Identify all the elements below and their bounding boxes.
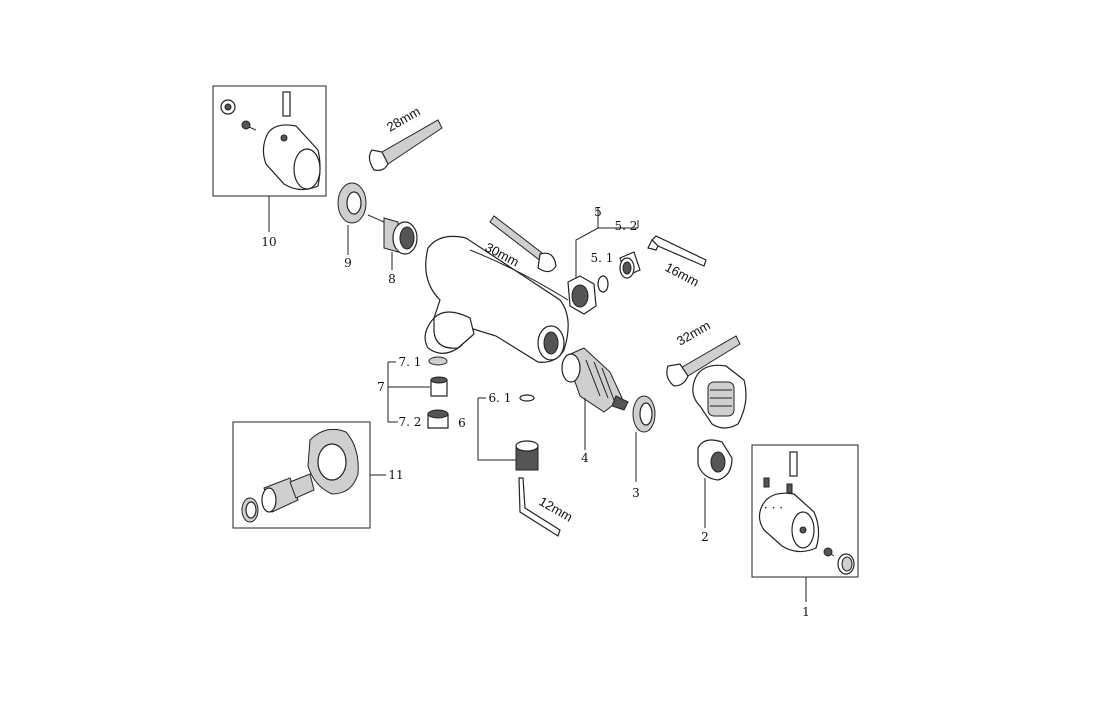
part-6-check-valve	[515, 440, 539, 471]
wrench-32mm-label: 32mm	[674, 318, 713, 349]
callout-9: 9	[344, 256, 352, 270]
part-7-aerator-group: 7. 1 7 7. 2 6	[377, 355, 466, 430]
part-11-connection-group: 11	[232, 421, 404, 529]
part-7-2-housing	[427, 409, 449, 429]
part-10-nut	[220, 99, 236, 115]
callout-7-2: 7. 2	[399, 415, 422, 429]
callout-5: 5	[594, 205, 602, 219]
part-8-cartridge: 8	[367, 214, 418, 286]
part-1-cap	[837, 553, 855, 575]
callout-6: 6	[458, 416, 466, 430]
callout-6-1: 6. 1	[489, 391, 512, 405]
part-9-ring: 9	[337, 182, 367, 270]
part-11-escutcheon	[307, 428, 359, 495]
callout-8: 8	[388, 272, 396, 286]
wrench-28mm-label: 28mm	[384, 104, 423, 135]
part-11-filter	[241, 497, 259, 523]
callout-7: 7	[377, 380, 385, 394]
hex-key-12mm-tool: 12mm	[518, 477, 575, 537]
callout-4: 4	[581, 451, 589, 465]
part-4-cartridge: 4	[561, 347, 629, 465]
callout-1: 1	[802, 605, 810, 619]
part-1-screw	[823, 547, 835, 557]
callout-5-1: 5. 1	[591, 251, 614, 265]
wrench-28mm-tool: 28mm	[368, 104, 443, 171]
part-11-eccentric	[261, 473, 315, 513]
part-5-nut	[567, 275, 597, 315]
part-2-adapter: 2	[692, 364, 747, 544]
callout-5-2: 5. 2	[615, 219, 638, 233]
part-10-handle-group: 10	[212, 85, 327, 249]
callout-2: 2	[701, 530, 709, 544]
callout-11: 11	[388, 468, 403, 482]
part-1-pin	[789, 451, 798, 477]
part-10-screw	[241, 120, 257, 131]
part-6-1-seal	[519, 394, 535, 402]
part-1-knob-scale: · · ·	[764, 501, 783, 515]
part-5-1-o-ring	[597, 275, 609, 293]
part-10-knob	[262, 124, 321, 191]
callout-3: 3	[632, 486, 640, 500]
callout-7-1: 7. 1	[399, 355, 422, 369]
part-7-1-washer	[428, 356, 448, 366]
hex-key-16mm-label: 16mm	[663, 259, 702, 289]
part-5-2-adapter	[619, 251, 641, 279]
part-7-insert	[430, 376, 448, 397]
hex-key-16mm-tool: 16mm	[647, 235, 707, 290]
part-6-group: 6. 1	[477, 391, 539, 471]
part-1-stop-pins	[763, 477, 793, 494]
part-1-knob: · · ·	[758, 492, 820, 553]
valve-body	[424, 235, 569, 363]
part-3-ring-nut: 3	[632, 395, 656, 500]
part-1-handle-group: · · · 1	[751, 444, 859, 619]
part-5-group: 5 5. 1 5. 2	[567, 205, 641, 315]
part-10-pin	[282, 91, 291, 117]
callout-10: 10	[261, 235, 276, 249]
